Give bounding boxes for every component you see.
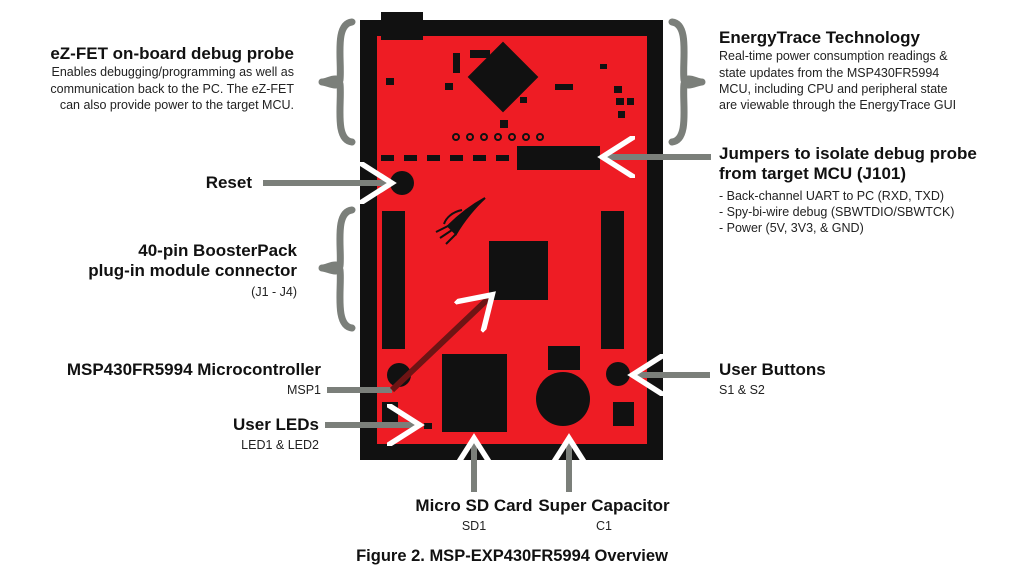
status-led-row	[452, 133, 544, 141]
mcu-chip	[489, 241, 548, 300]
jumpers-title-line: Jumpers to isolate debug probe	[719, 144, 977, 163]
ezfet-callout: eZ-FET on-board debug probe Enables debu…	[50, 44, 294, 113]
energytrace-desc-line: Real-time power consumption readings &	[719, 49, 948, 64]
figure-caption: Figure 2. MSP-EXP430FR5994 Overview	[356, 547, 668, 565]
reset-title: Reset	[205, 173, 252, 192]
leds-title: User LEDs	[233, 415, 319, 434]
boosterpack-header-left	[382, 211, 405, 349]
smd-part	[627, 98, 634, 105]
smd-part	[445, 83, 453, 90]
reset-button	[390, 171, 414, 195]
super-capacitor	[536, 372, 590, 426]
smd-part	[470, 50, 490, 58]
isolation-jumpers	[381, 146, 600, 170]
jumpers-desc-line: - Back-channel UART to PC (RXD, TXD)	[719, 188, 945, 203]
energytrace-callout: EnergyTrace Technology Real-time power c…	[719, 28, 956, 113]
boosterpack-title-line: plug-in module connector	[88, 261, 297, 281]
brace-ezfet	[318, 18, 356, 146]
user-led	[424, 423, 432, 429]
jumpers-desc-line: - Power (5V, 3V3, & GND)	[719, 221, 864, 236]
sdcard-callout: Micro SD Card SD1	[374, 496, 574, 535]
jumpers-desc-line: - Spy-bi-wire debug (SBWTDIO/SBWTCK)	[719, 205, 955, 220]
sdcard-desc: SD1	[461, 519, 487, 534]
supercap-callout: Super Capacitor C1	[504, 496, 704, 535]
small-component	[548, 346, 580, 370]
buttons-desc: S1 & S2	[719, 383, 765, 398]
smd-part	[600, 64, 607, 69]
smd-part	[453, 53, 460, 73]
small-component	[613, 402, 634, 426]
smd-part	[555, 84, 573, 90]
reset-callout: Reset	[206, 173, 252, 193]
supercap-desc: C1	[596, 519, 612, 534]
user-button-s2	[606, 362, 630, 386]
jumpers-title-line: from target MCU (J101)	[719, 164, 907, 184]
brace-energytrace	[668, 18, 706, 146]
smd-part	[618, 111, 625, 118]
energytrace-desc-line: state updates from the MSP430FR5994	[719, 65, 940, 80]
usb-connector	[381, 12, 423, 40]
leds-callout: User LEDs LED1 & LED2	[233, 415, 319, 454]
arrow-group	[263, 157, 711, 492]
brace-boosterpack	[318, 206, 356, 332]
buttons-title: User Buttons	[719, 360, 826, 379]
smd-part	[500, 120, 508, 128]
energytrace-desc-line: MCU, including CPU and peripheral state	[719, 81, 948, 96]
launchpad-board	[360, 12, 663, 460]
buttons-callout: User Buttons S1 & S2	[719, 360, 826, 399]
ezfet-desc-line: can also provide power to the target MCU…	[59, 97, 294, 112]
rocket-logo	[435, 197, 486, 245]
mcu-callout: MSP430FR5994 Microcontroller MSP1	[67, 360, 321, 399]
leds-desc: LED1 & LED2	[241, 438, 319, 453]
boosterpack-callout: 40-pin BoosterPack plug-in module connec…	[88, 241, 297, 300]
energytrace-title: EnergyTrace Technology	[719, 28, 920, 47]
smd-part	[520, 97, 527, 103]
boosterpack-header-right	[601, 211, 624, 349]
smd-part	[386, 78, 394, 85]
smd-part	[614, 86, 622, 93]
micro-sd-card-slot	[442, 354, 507, 432]
supercap-title: Super Capacitor	[538, 496, 670, 515]
energytrace-desc-line: are viewable through the EnergyTrace GUI	[719, 98, 957, 113]
smd-part	[616, 98, 624, 105]
mcu-desc: MSP1	[286, 383, 321, 398]
ezfet-desc-line: communication back to the PC. The eZ-FET	[50, 81, 294, 96]
boosterpack-title-line: 40-pin BoosterPack	[138, 241, 297, 260]
mcu-arrow	[389, 296, 491, 393]
sdcard-title: Micro SD Card	[415, 496, 533, 515]
brace-group	[318, 18, 706, 332]
ezfet-title: eZ-FET on-board debug probe	[50, 44, 294, 63]
mcu-title: MSP430FR5994 Microcontroller	[66, 360, 321, 379]
jumpers-callout: Jumpers to isolate debug probe from targ…	[719, 144, 977, 237]
ezfet-desc-line: Enables debugging/programming as well as	[51, 65, 294, 80]
boosterpack-desc: (J1 - J4)	[251, 284, 297, 299]
